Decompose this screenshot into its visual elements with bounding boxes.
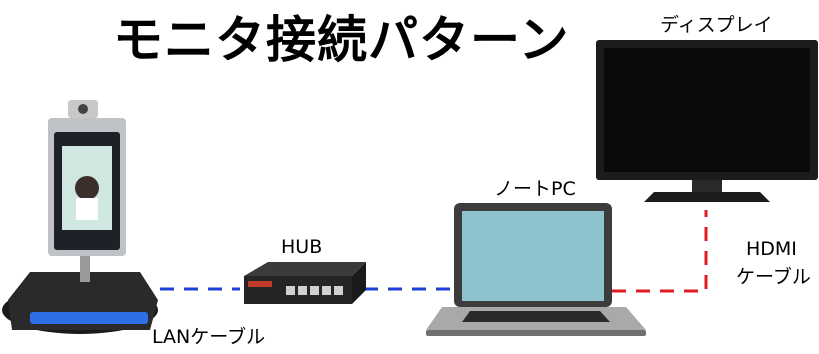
hdmi-label-line1: HDMI [746,238,797,260]
display-label: ディスプレイ [660,14,773,36]
laptop-label: ノートPC [494,178,576,200]
diagram-title: モニタ接続パターン [113,11,570,69]
laptop-icon [426,203,646,336]
hdmi-cable [612,210,708,293]
hub-label: HUB [281,236,323,258]
face-terminal-icon [2,100,158,334]
hub-icon [244,262,366,304]
lan-label: LANケーブル [152,326,266,348]
hdmi-label-line2: ケーブル [736,266,811,288]
monitor-icon [596,40,818,202]
